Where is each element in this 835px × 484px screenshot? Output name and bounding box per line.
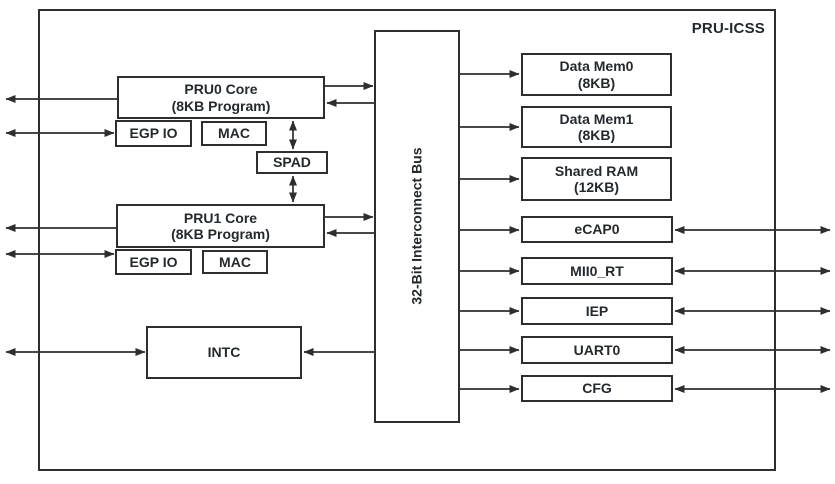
block-shared-ram-label-line2: (12KB) [573,179,620,195]
block-iep-label: IEP [585,302,609,319]
block-pru1-core-label-line2: (8KB Program) [171,226,270,242]
block-pru1-egpio: EGP IO [115,249,192,275]
block-spad-label: SPAD [273,154,311,171]
block-pru0-mac-label: MAC [218,125,250,142]
block-shared-ram-label-line1: Shared RAM [554,162,639,179]
block-intc: INTC [146,326,302,379]
block-ecap0-label: eCAP0 [574,221,620,238]
diagram-title: PRU-ICSS [691,20,765,37]
block-cfg-label: CFG [582,380,612,397]
block-pru0-egpio-label: EGP IO [129,125,178,142]
block-uart0-label: UART0 [573,341,621,358]
block-pru0-core: PRU0 Core (8KB Program) [117,76,325,119]
block-data-mem1-label-line2: (8KB) [577,127,616,143]
block-pru1-core: PRU1 Core (8KB Program) [116,204,325,248]
block-pru1-mac-label: MAC [219,253,251,270]
block-ecap0: eCAP0 [521,216,673,243]
block-cfg: CFG [521,375,673,402]
block-pru1-mac: MAC [202,250,268,274]
block-data-mem0-label-line1: Data Mem0 [559,58,634,75]
interconnect-bus-label: 32-Bit Interconnect Bus [408,147,425,306]
block-pru1-egpio-label: EGP IO [129,253,178,270]
block-shared-ram: Shared RAM (12KB) [521,157,672,201]
block-spad: SPAD [256,151,328,174]
block-pru0-mac: MAC [201,121,267,146]
block-data-mem0: Data Mem0 (8KB) [521,53,672,96]
block-intc-label: INTC [207,344,241,361]
block-pru0-egpio: EGP IO [115,120,192,147]
block-pru0-core-label-line2: (8KB Program) [171,97,271,114]
block-iep: IEP [521,297,673,325]
block-data-mem0-label-line2: (8KB) [577,74,616,91]
block-uart0: UART0 [521,336,673,364]
block-mii0-rt-label: MII0_RT [570,262,624,279]
block-data-mem1: Data Mem1 (8KB) [521,106,672,148]
block-data-mem1-label-line1: Data Mem1 [559,110,634,127]
block-pru1-core-label-line1: PRU1 Core [183,209,258,226]
block-pru0-core-label-line1: PRU0 Core [184,81,258,98]
block-mii0-rt: MII0_RT [521,257,673,285]
block-interconnect-bus: 32-Bit Interconnect Bus [374,30,460,423]
